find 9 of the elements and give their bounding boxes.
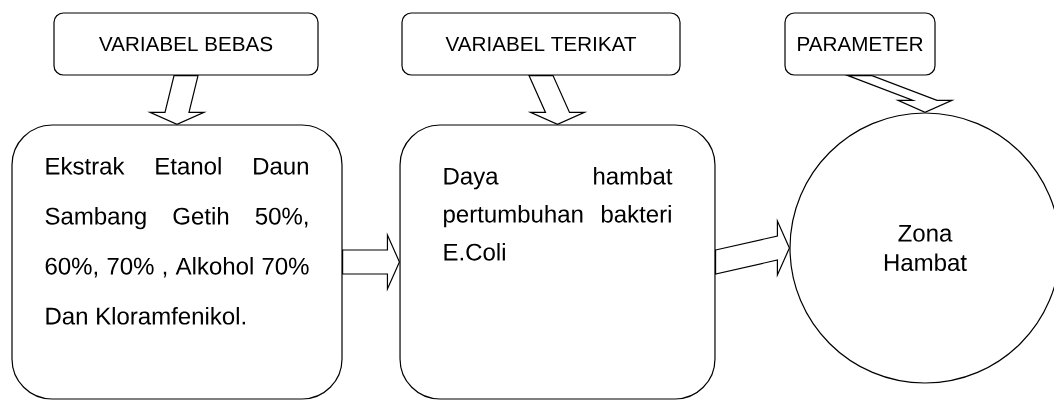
process-box: Ekstrak Etanol Daun Sambang Getih 50%, 60%, 70% , Alkohol 70% Dan Kloramfenikol. [11, 124, 343, 400]
block-arrow [342, 232, 401, 292]
label-box: VARIABEL TERIKAT [401, 12, 681, 76]
label-box: VARIABEL BEBAS [53, 12, 319, 76]
process-box: Daya hambat pertumbuhan bakteri E.Coli [399, 124, 716, 400]
block-arrow [714, 218, 791, 278]
block-arrow [527, 75, 588, 126]
block-arrow [147, 75, 207, 126]
label-box: PARAMETER [784, 12, 936, 76]
